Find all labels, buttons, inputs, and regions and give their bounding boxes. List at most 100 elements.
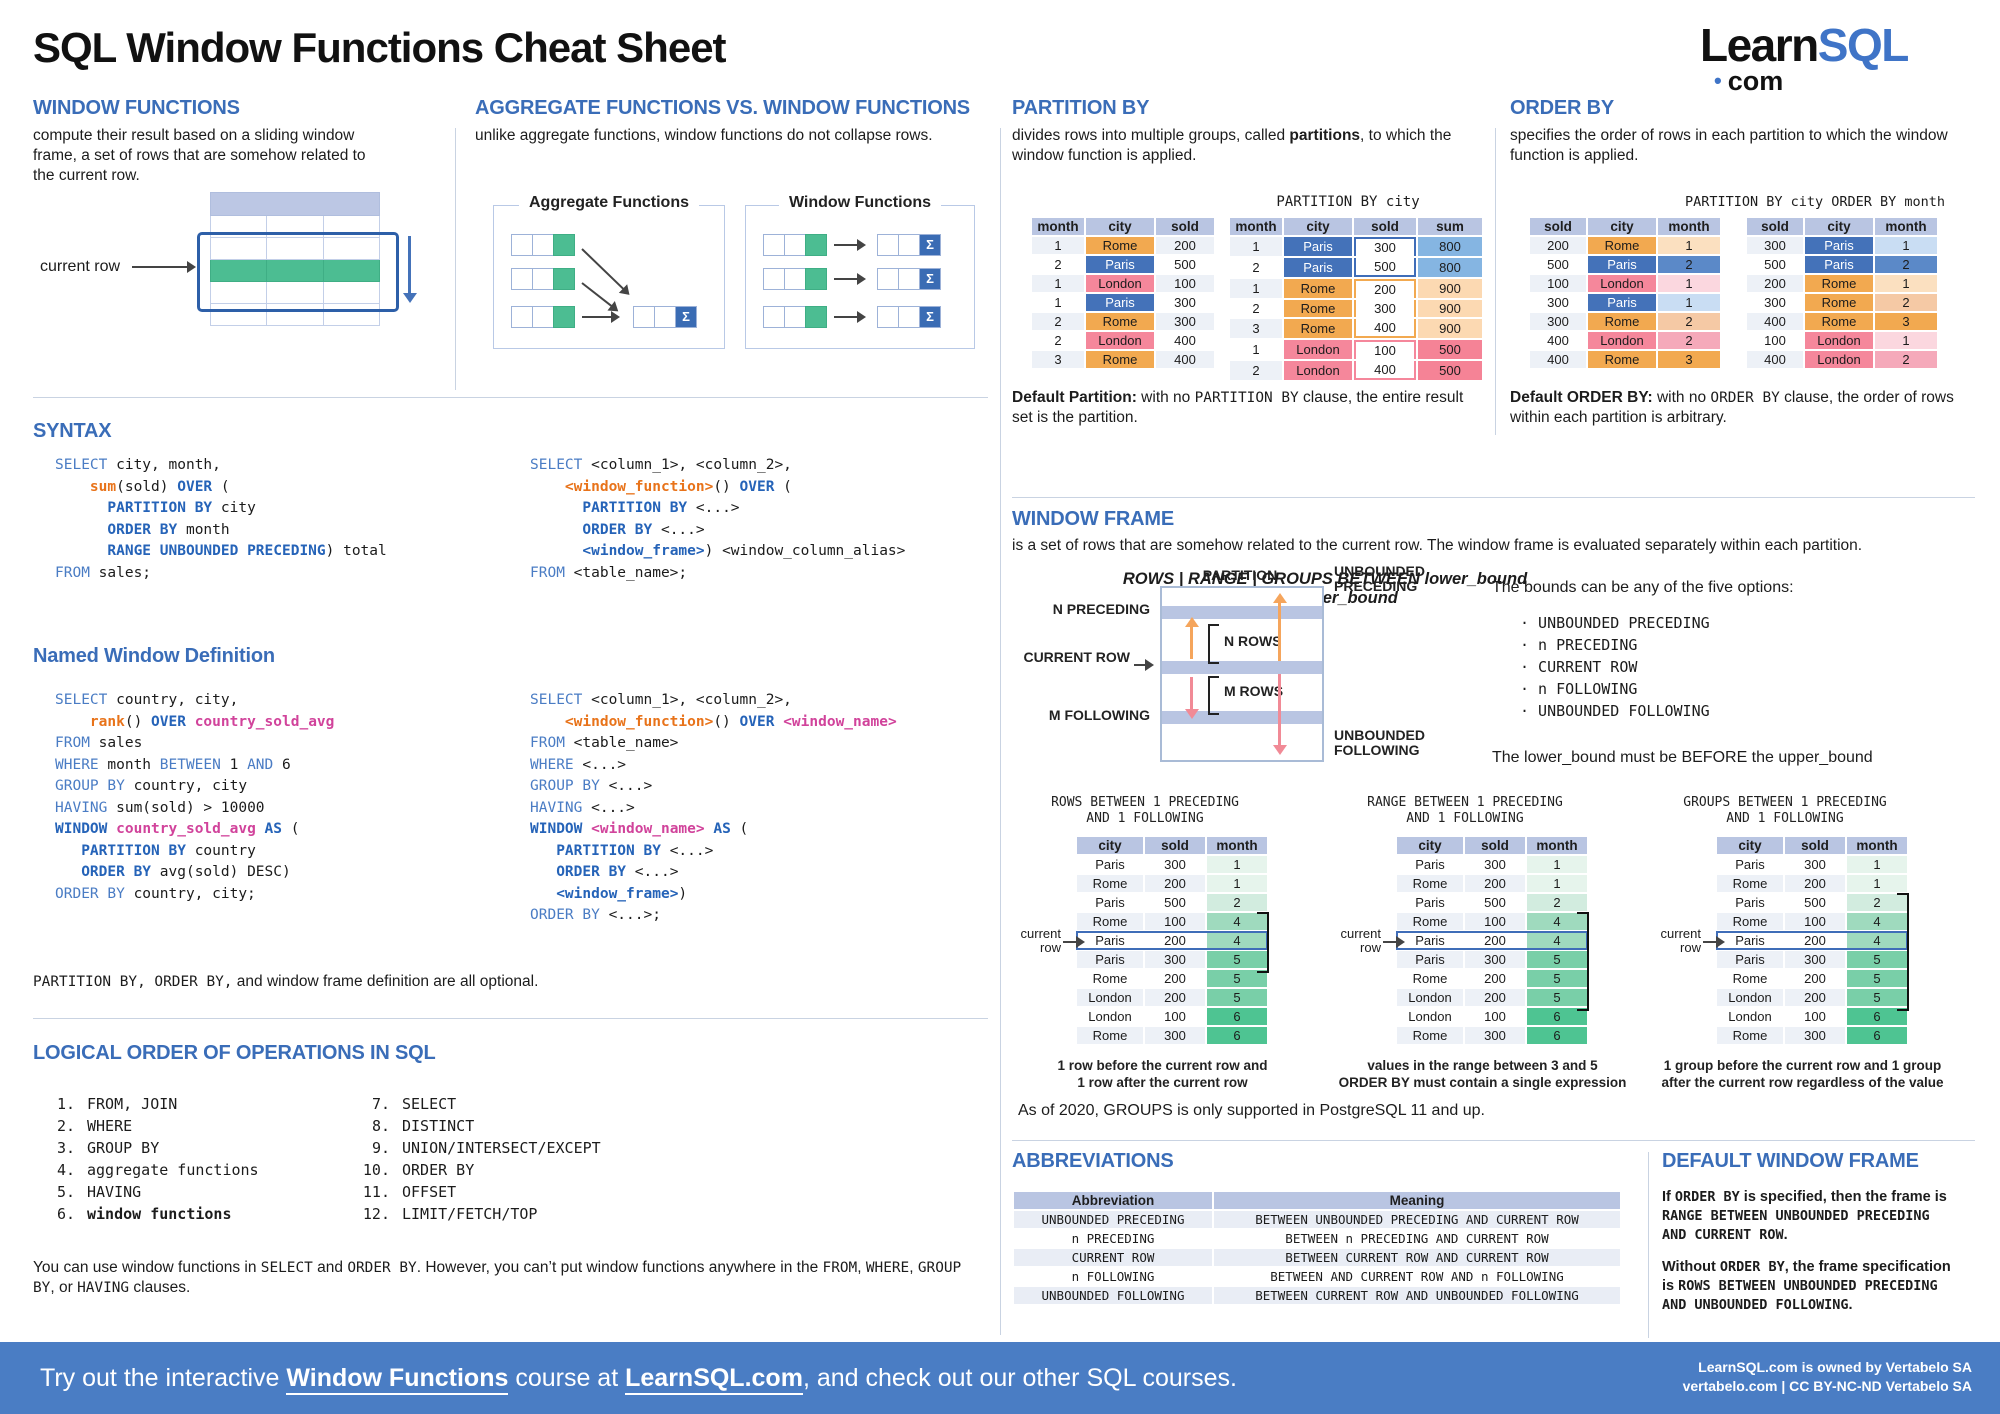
table-cell: 300 — [1465, 1027, 1525, 1044]
table-cell: BETWEEN AND CURRENT ROW AND n FOLLOWING — [1214, 1268, 1620, 1285]
partition-by-note: Default Partition: with no PARTITION BY … — [1012, 389, 1464, 427]
result-strip: Σ — [877, 306, 941, 328]
column-header: Abbreviation — [1014, 1192, 1212, 1209]
table-cell: BETWEEN CURRENT ROW AND CURRENT ROW — [1214, 1249, 1620, 1266]
right-arrow-icon — [834, 273, 866, 285]
table-cell: CURRENT ROW — [1014, 1249, 1212, 1266]
example-caption: 1 group before the current row and 1 gro… — [1661, 1058, 1944, 1090]
table-cell: London — [1805, 351, 1873, 368]
right-arrow-icon — [1063, 936, 1085, 948]
column-header: month — [1847, 837, 1907, 854]
table-cell: Paris — [1717, 932, 1783, 949]
result-strip: Σ — [633, 306, 697, 328]
table-cell: London — [1397, 1008, 1463, 1025]
table-cell: 400 — [1354, 361, 1416, 380]
named-window-code-example: SELECT country, city, rank() OVER countr… — [55, 690, 334, 905]
code-line: ORDER BY country, city; — [55, 885, 256, 902]
table-cell: Paris — [1805, 256, 1873, 273]
aggregate-functions-diagram: Aggregate Functions Σ — [493, 194, 725, 349]
section-heading-logical-order: LOGICAL ORDER OF OPERATIONS IN SQL — [33, 1042, 436, 1064]
result-strip: Σ — [877, 234, 941, 256]
window-functions-description: compute their result based on a sliding … — [33, 127, 366, 185]
table-cell: 200 — [1465, 932, 1525, 949]
column-header: month — [1527, 837, 1587, 854]
window-functions-course-link[interactable]: Window Functions — [286, 1364, 509, 1395]
logical-order-note: You can use window functions in SELECT a… — [33, 1259, 962, 1297]
table-cell: 2 — [1230, 258, 1282, 277]
learnsql-link[interactable]: LearnSQL.com — [625, 1364, 803, 1395]
frame-bracket — [1897, 893, 1909, 1011]
column-header: month — [1658, 218, 1720, 235]
table-cell: Paris — [1086, 294, 1154, 311]
section-heading-syntax: SYNTAX — [33, 420, 112, 442]
sliding-window-diagram: current row — [40, 192, 480, 337]
table-cell: 1 — [1847, 875, 1907, 892]
footer: Try out the interactive Window Functions… — [0, 1342, 2000, 1414]
bounds-item: · UNBOUNDED FOLLOWING — [1520, 702, 1710, 720]
down-arrow-icon — [402, 236, 417, 303]
code-line: WHERE <...> — [530, 756, 627, 773]
divider — [1000, 128, 1001, 1335]
table-cell: Rome — [1397, 970, 1463, 987]
table-cell: 200 — [1785, 989, 1845, 1006]
table-cell: Paris — [1077, 932, 1143, 949]
column-header: sold — [1530, 218, 1586, 235]
table-cell: Paris — [1397, 932, 1463, 949]
section-heading-agg-vs-window: AGGREGATE FUNCTIONS VS. WINDOW FUNCTIONS — [475, 97, 970, 119]
n-preceding-band — [1162, 606, 1322, 619]
sigma-cell: Σ — [919, 268, 941, 290]
column-header: sum — [1418, 218, 1482, 235]
code-line: ORDER BY <...> — [582, 521, 705, 538]
list-item: 9.UNION/INTERSECT/EXCEPT — [371, 1139, 601, 1157]
unbounded-preceding-arrow-icon — [1272, 593, 1287, 661]
m-following-label: M FOLLOWING — [1048, 707, 1150, 723]
table-cell: 6 — [1527, 1008, 1587, 1025]
row-strip — [763, 234, 827, 256]
table-cell: 3 — [1230, 319, 1282, 338]
table-cell: 4 — [1847, 932, 1907, 949]
table-cell: 200 — [1747, 275, 1803, 292]
list-item: 2.WHERE — [56, 1117, 133, 1135]
table-cell: London — [1086, 332, 1154, 349]
diagonal-arrow-icon — [581, 282, 618, 311]
table-cell: 4 — [1207, 932, 1267, 949]
table-cell: 5 — [1847, 989, 1907, 1006]
table-cell: 100 — [1465, 1008, 1525, 1025]
table-cell: Rome — [1717, 970, 1783, 987]
page-title: SQL Window Functions Cheat Sheet — [33, 24, 727, 71]
table-cell: 1 — [1658, 275, 1720, 292]
partition-label: PARTITION — [1202, 567, 1278, 583]
named-window-code-template: SELECT <column_1>, <column_2>, <window_f… — [530, 690, 897, 927]
table-cell: 300 — [1145, 856, 1205, 873]
table-cell: 2 — [1032, 332, 1084, 349]
sigma-cell: Σ — [675, 306, 697, 328]
table-cell: Paris — [1077, 856, 1143, 873]
table-cell: 500 — [1465, 894, 1525, 911]
